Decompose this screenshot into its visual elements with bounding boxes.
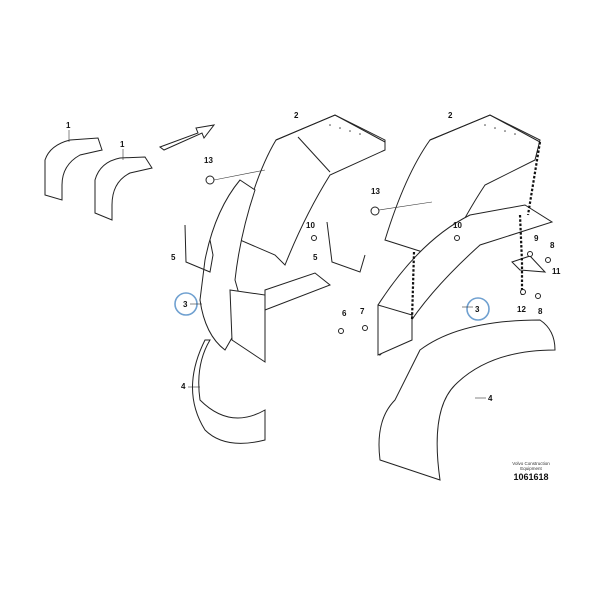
small-fender-left bbox=[44, 137, 103, 201]
direction-arrow-icon bbox=[158, 124, 216, 151]
small-fender-right bbox=[94, 156, 153, 221]
callout-2-left: 2 bbox=[294, 111, 299, 120]
drawing-number: 1061618 bbox=[513, 472, 548, 482]
callout-5-right: 5 bbox=[313, 253, 318, 262]
callout-1-right: 1 bbox=[120, 140, 125, 149]
callout-4-right: 4 bbox=[488, 394, 493, 403]
callout-10-right: 10 bbox=[453, 221, 462, 230]
perforation-pattern bbox=[329, 124, 516, 135]
callout-8-upper: 8 bbox=[550, 241, 555, 250]
callout-2-right: 2 bbox=[448, 111, 453, 120]
callout-4-left: 4 bbox=[181, 382, 186, 391]
caption-division: Equipment bbox=[520, 466, 542, 471]
callout-6: 6 bbox=[342, 309, 347, 318]
caption-company: Volvo Construction bbox=[512, 461, 550, 466]
callout-7: 7 bbox=[360, 307, 365, 316]
fender-right bbox=[326, 114, 556, 481]
fender-left bbox=[184, 114, 386, 444]
callout-13-right: 13 bbox=[371, 187, 380, 196]
callout-12: 12 bbox=[517, 305, 526, 314]
nut-13-left bbox=[205, 175, 215, 185]
callout-8-lower: 8 bbox=[538, 307, 543, 316]
highlight-circle-3-right bbox=[466, 297, 490, 321]
callout-3-left: 3 bbox=[183, 300, 188, 309]
nut-13-right bbox=[370, 206, 380, 216]
callout-3-right: 3 bbox=[475, 305, 480, 314]
callout-11: 11 bbox=[552, 267, 561, 276]
callout-10-left: 10 bbox=[306, 221, 315, 230]
callout-9: 9 bbox=[534, 234, 539, 243]
callout-13-left: 13 bbox=[204, 156, 213, 165]
callout-1-left: 1 bbox=[66, 121, 71, 130]
callout-5-left: 5 bbox=[171, 253, 176, 262]
